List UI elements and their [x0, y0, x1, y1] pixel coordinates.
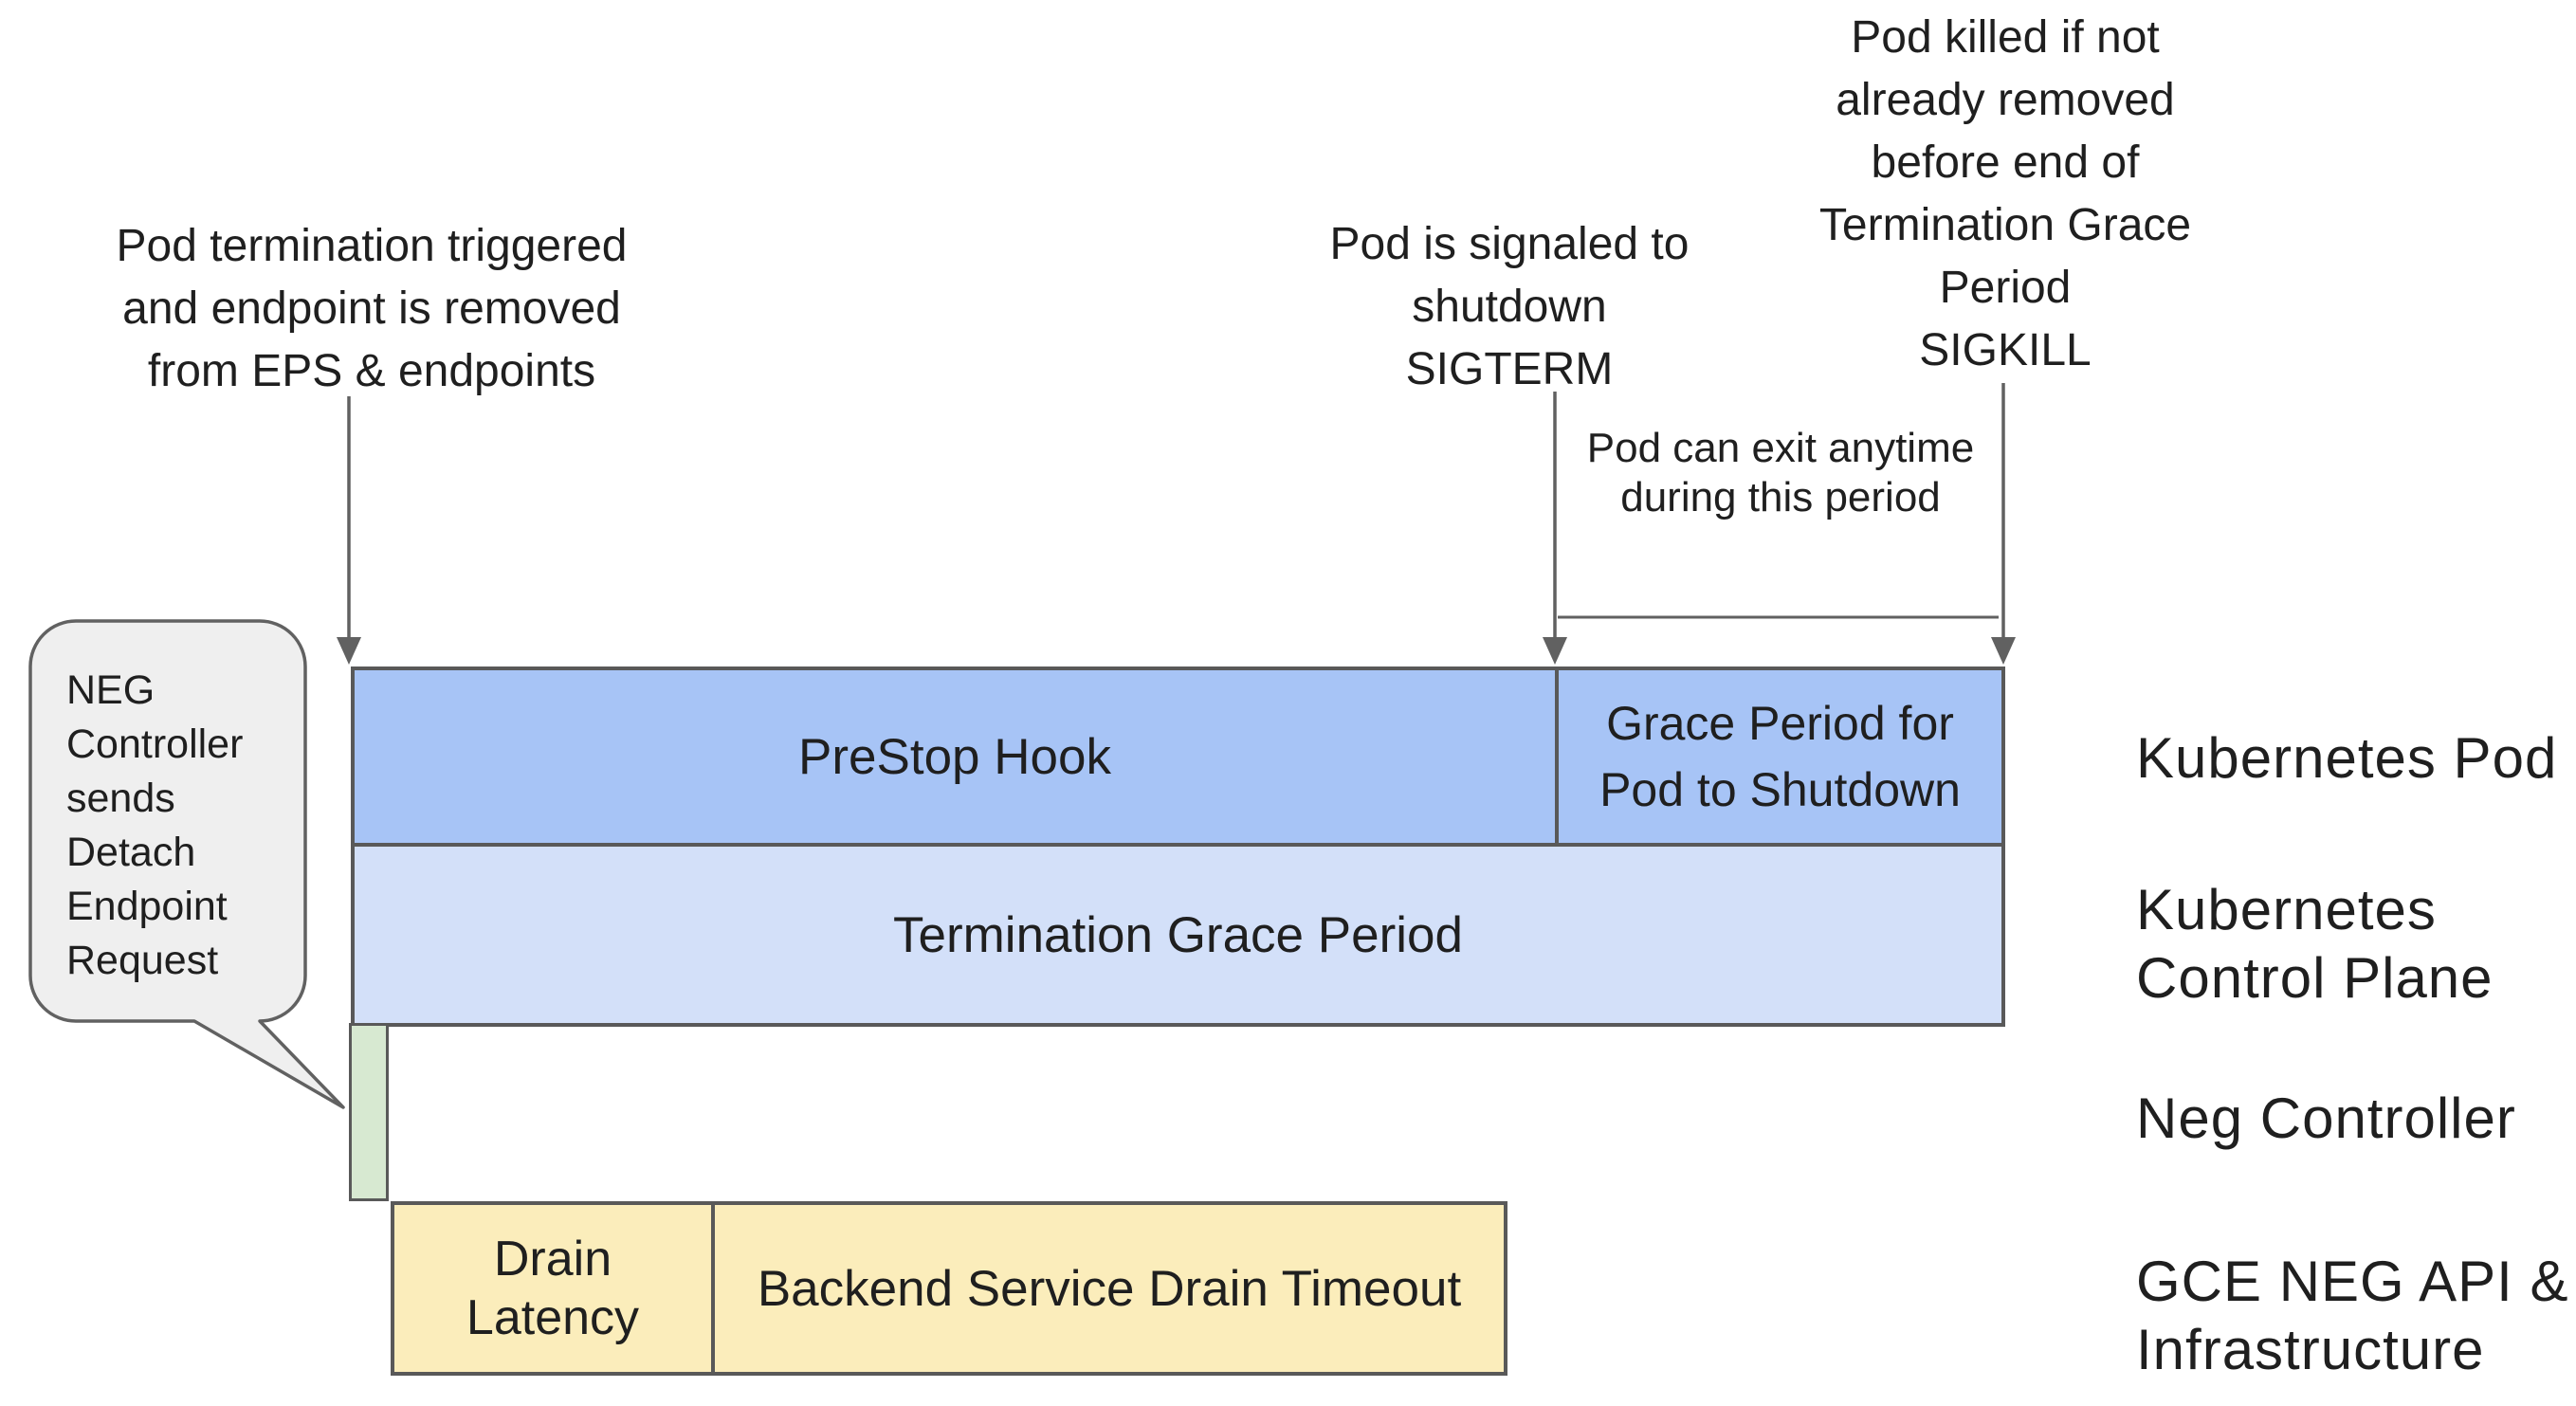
neg-controller-bubble-text: NEG Controller sends Detach Endpoint Req… [66, 667, 244, 983]
lane-label-kubernetes-control-plane: Kubernetes Control Plane [2136, 878, 2494, 1010]
lane-label-kubernetes-pod: Kubernetes Pod [2136, 726, 2558, 790]
exit-anytime-note: Pod can exit anytime during this period [1586, 425, 1975, 520]
sigterm-arrowhead [1543, 637, 1567, 665]
prestop-hook-bar: PreStop Hook [355, 670, 1559, 843]
backend-drain-timeout-label: Backend Service Drain Timeout [757, 1260, 1462, 1317]
backend-drain-timeout-bar: Backend Service Drain Timeout [715, 1205, 1504, 1372]
drain-latency-bar: Drain Latency [394, 1205, 715, 1372]
lane-label-neg-controller: Neg Controller [2136, 1086, 2516, 1150]
drain-latency-label: Drain Latency [466, 1232, 640, 1345]
pod-termination-arrowhead [337, 637, 361, 665]
sigkill-arrowhead [1991, 637, 2016, 665]
neg-controller-detach-bar [349, 1023, 389, 1201]
grace-period-label: Grace Period for Pod to Shutdown [1599, 697, 1961, 816]
grace-period-bar: Grace Period for Pod to Shutdown [1559, 670, 2001, 843]
termination-grace-period-bar: Termination Grace Period [351, 843, 2005, 1027]
termination-grace-period-label: Termination Grace Period [893, 906, 1463, 963]
gce-neg-row: Drain Latency Backend Service Drain Time… [391, 1201, 1507, 1376]
pod-termination-annotation: Pod termination triggered and endpoint i… [116, 221, 628, 396]
lane-label-gce-neg-api: GCE NEG API & Infrastructure [2136, 1250, 2569, 1381]
prestop-hook-label: PreStop Hook [798, 728, 1111, 785]
sigterm-annotation: Pod is signaled to shutdown SIGTERM [1329, 219, 1690, 394]
sigkill-annotation: Pod killed if not already removed before… [1818, 12, 2192, 375]
kubernetes-pod-row: PreStop Hook Grace Period for Pod to Shu… [351, 666, 2005, 847]
